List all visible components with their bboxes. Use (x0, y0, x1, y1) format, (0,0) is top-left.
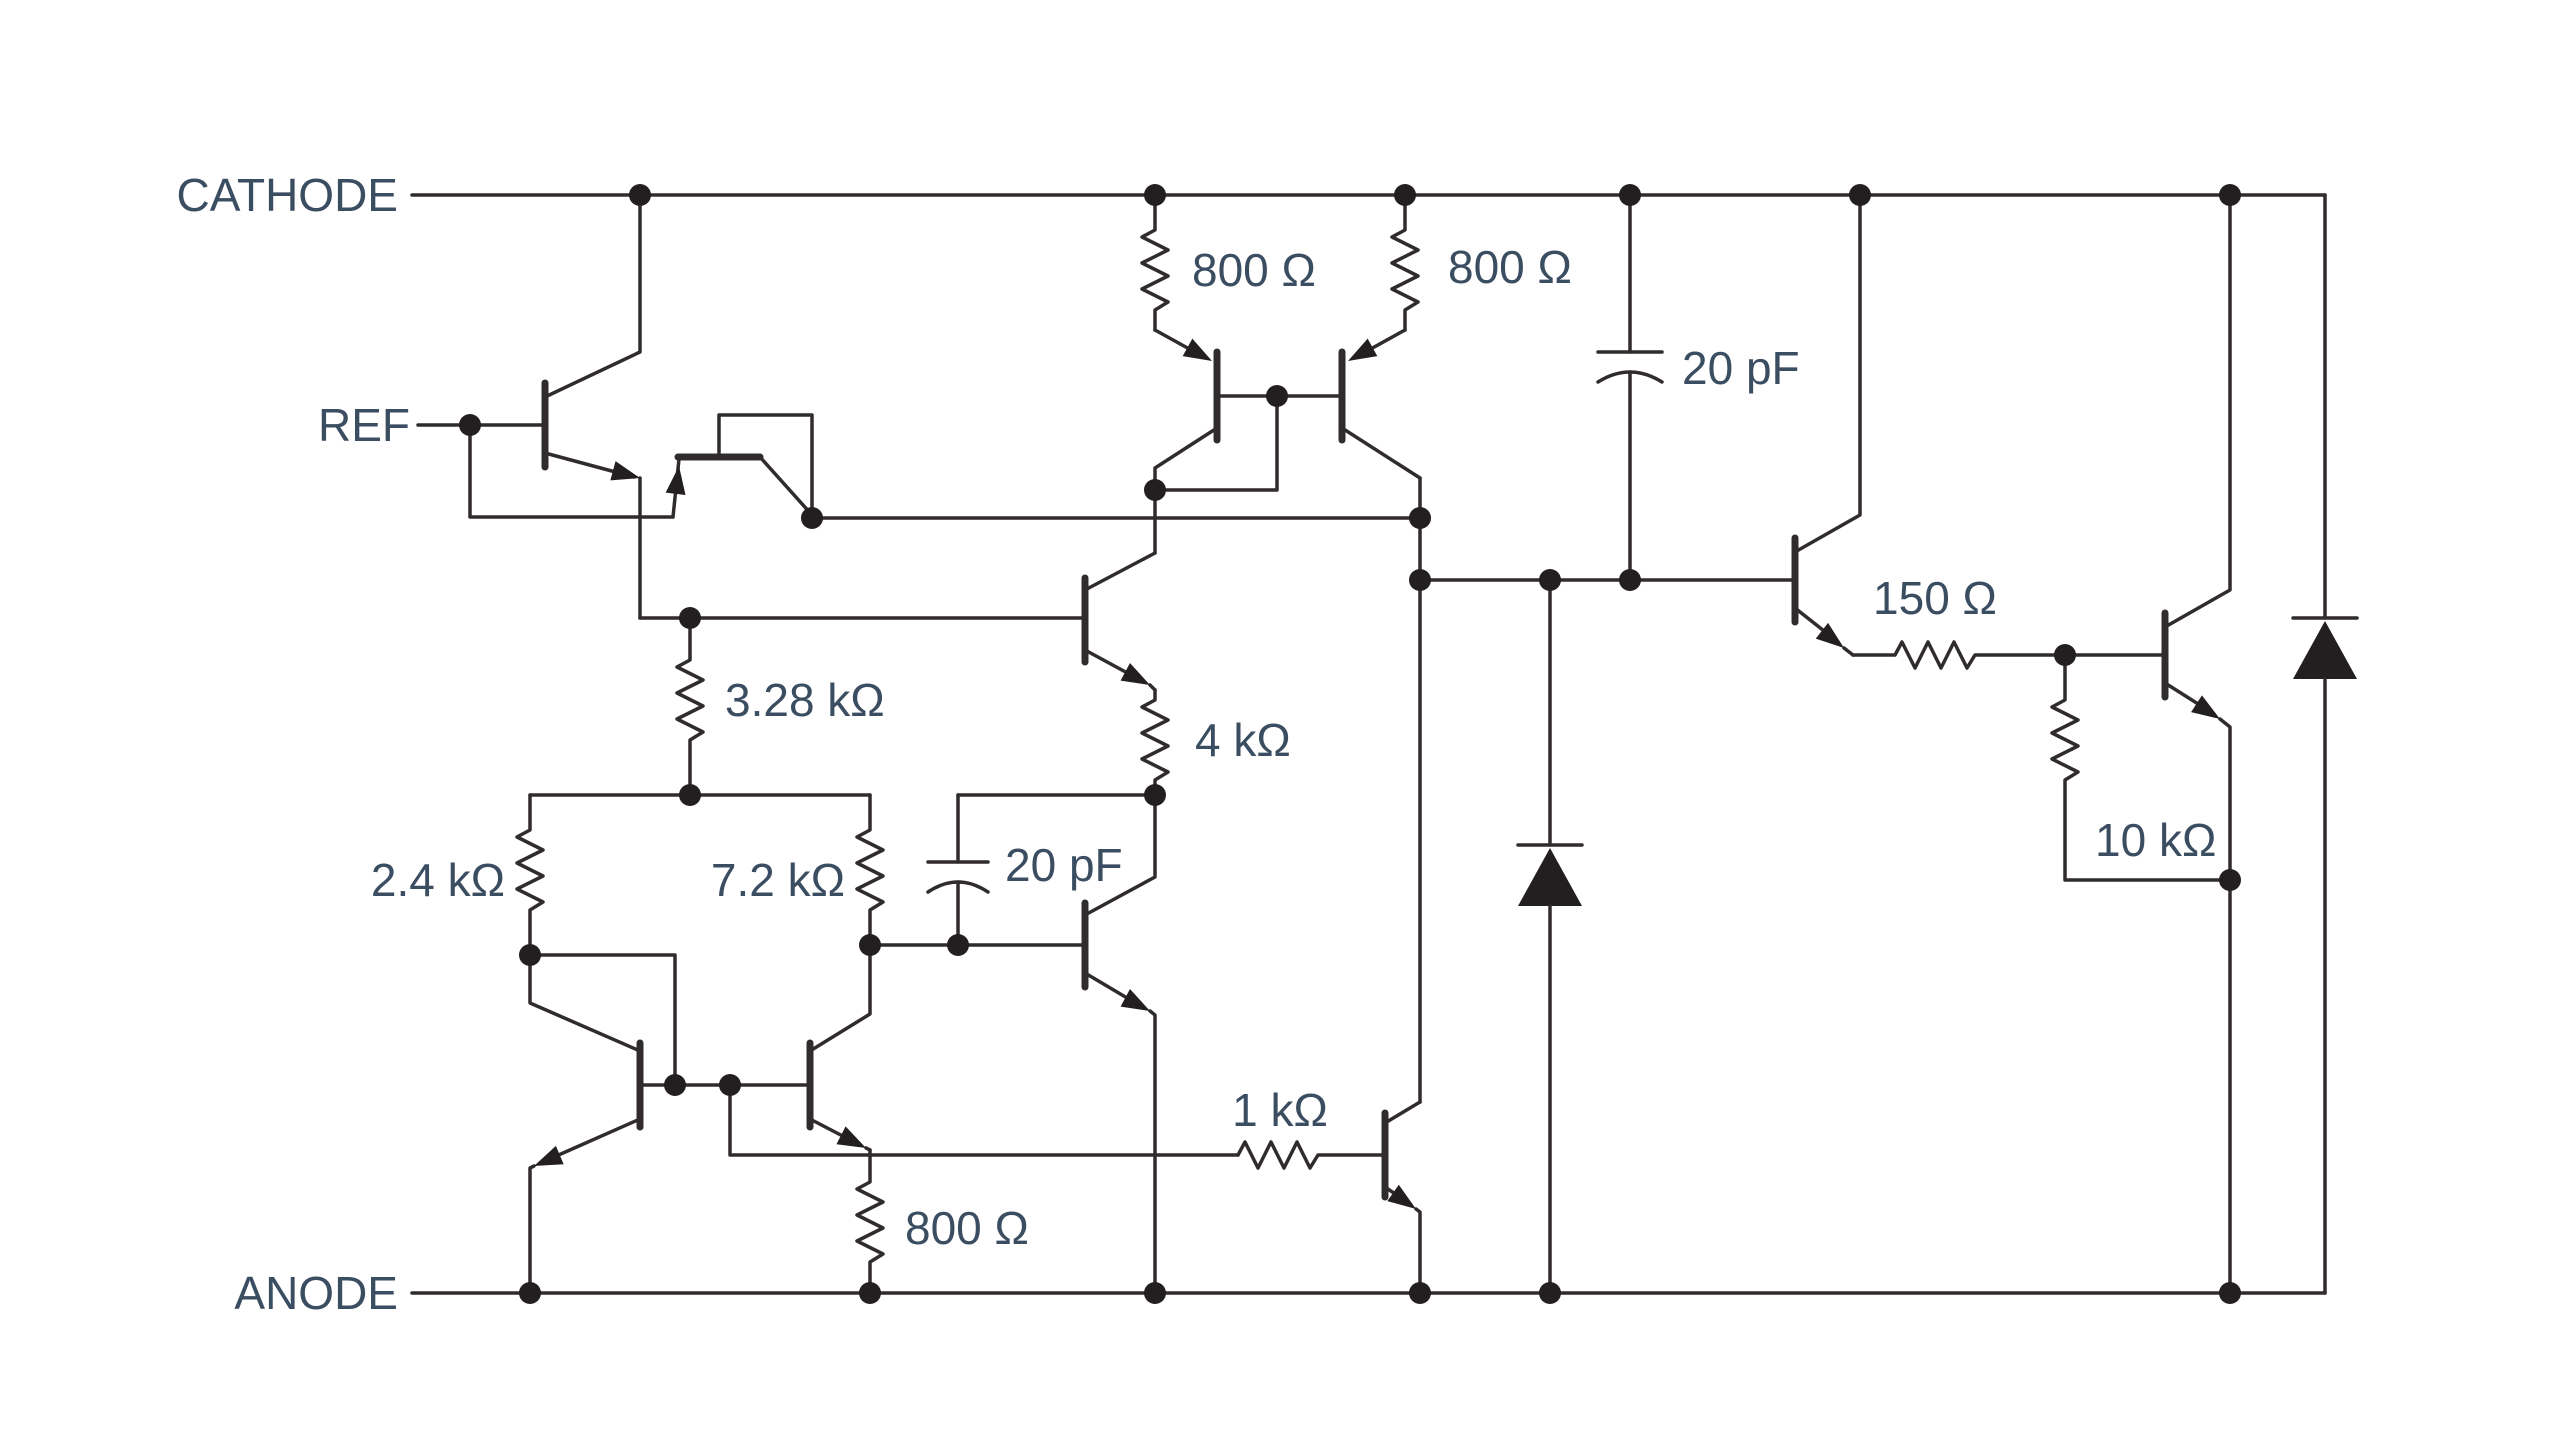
r10k-value: 10 kΩ (2095, 814, 2216, 866)
ref-terminal-label: REF (318, 399, 410, 451)
resistor-body (1390, 193, 1420, 332)
collector (1793, 193, 1862, 554)
collector (1083, 551, 1157, 592)
collector (1383, 1100, 1422, 1125)
ref-to-q2-emitter-wire (468, 423, 675, 519)
r2.4k-value: 2.4 kΩ (371, 854, 505, 906)
emitter-arrow (534, 1145, 564, 1166)
emitter (2163, 681, 2232, 1295)
resistor-2.4k (515, 793, 545, 957)
emitter-arrow (665, 466, 686, 496)
resistor-1k (1236, 1140, 1387, 1170)
mirror-collector-to-base-loop (528, 953, 677, 1087)
transistor-q2-lateral-pnp (665, 413, 814, 520)
resistor-body (2050, 653, 2232, 882)
resistor-800-right (1390, 193, 1420, 332)
capacitor-20pf-miller (926, 793, 990, 947)
transistor-q5-pnp-right (1338, 328, 1422, 480)
r800-left-value: 800 Ω (1192, 244, 1316, 296)
resistor-body (1851, 640, 2067, 670)
diode-middle (1516, 578, 1584, 1295)
junction-dots (459, 184, 2241, 1304)
emitter-arrow (1182, 338, 1212, 361)
transistor-q3a-mirror-left (528, 953, 812, 1295)
r800-bottom-value: 800 Ω (905, 1202, 1029, 1254)
resistor-body (675, 616, 705, 797)
mirror-base-to-1k-wire (728, 1083, 1240, 1157)
labels: CATHODE REF ANODE 800 Ω 800 Ω 20 pF 150 … (177, 169, 2217, 1319)
emitter (528, 1117, 642, 1295)
resistor-body (1236, 1140, 1387, 1170)
collector (528, 953, 642, 1053)
emitter-arrow (1120, 989, 1150, 1011)
resistor-10k (2050, 653, 2232, 882)
anode-terminal-label: ANODE (234, 1267, 398, 1319)
collector (1153, 426, 1219, 555)
resistor-body (855, 1148, 885, 1295)
diode-triangle (1518, 848, 1582, 906)
resistor-3.28k (675, 616, 705, 797)
emitter-arrow (610, 461, 640, 481)
emitter-arrow (1120, 663, 1150, 685)
resistor-body (1140, 688, 1170, 797)
collector (808, 943, 872, 1053)
emitter-arrow (2191, 695, 2220, 719)
transistor-q1-input-npn (541, 193, 642, 620)
c20pf-miller-value: 20 pF (1005, 839, 1123, 891)
collector (1083, 793, 1157, 917)
emitter-arrow (1348, 338, 1378, 361)
r1k-value: 1 kΩ (1232, 1084, 1328, 1136)
emitter-arrow (1815, 622, 1844, 648)
resistor-body (1140, 193, 1170, 332)
transistor-q3b-mirror-right (806, 943, 872, 1152)
emitter (1083, 971, 1157, 1295)
resistor-body (855, 793, 885, 947)
wires (410, 193, 2327, 1295)
collector (1340, 426, 1422, 480)
diode-right (2291, 193, 2359, 1295)
r4k-value: 4 kΩ (1195, 714, 1291, 766)
r800-right-value: 800 Ω (1448, 241, 1572, 293)
base-loop (717, 413, 814, 520)
capacitor-20pf-top (1596, 193, 1664, 582)
resistor-800-bottom (855, 1148, 885, 1295)
transistor-q6-npn (1081, 551, 1157, 692)
r3.28k-value: 3.28 kΩ (725, 674, 885, 726)
emitter-arrow (836, 1126, 866, 1148)
base-tie-wire (1153, 394, 1344, 492)
transistor-q8-npn (1381, 1100, 1422, 1295)
transistor-output-npn (2161, 193, 2232, 1295)
resistor-150 (1851, 640, 2067, 670)
diode-triangle (2293, 621, 2357, 679)
resistor-800-left (1140, 193, 1170, 332)
r150-value: 150 Ω (1873, 572, 1997, 624)
collector (758, 455, 814, 517)
c20pf-top-value: 20 pF (1682, 342, 1800, 394)
emitter-arrow (1387, 1184, 1416, 1209)
cathode-terminal-label: CATHODE (177, 169, 399, 221)
transistor-driver-npn (1791, 193, 1862, 657)
resistor-7.2k (855, 793, 885, 947)
collector (2163, 193, 2232, 629)
r7.2k-value: 7.2 kΩ (711, 854, 845, 906)
transistor-q7-npn (1081, 793, 1157, 1295)
collector (543, 193, 642, 399)
resistor-4k (1140, 688, 1170, 797)
resistor-body (515, 793, 545, 957)
